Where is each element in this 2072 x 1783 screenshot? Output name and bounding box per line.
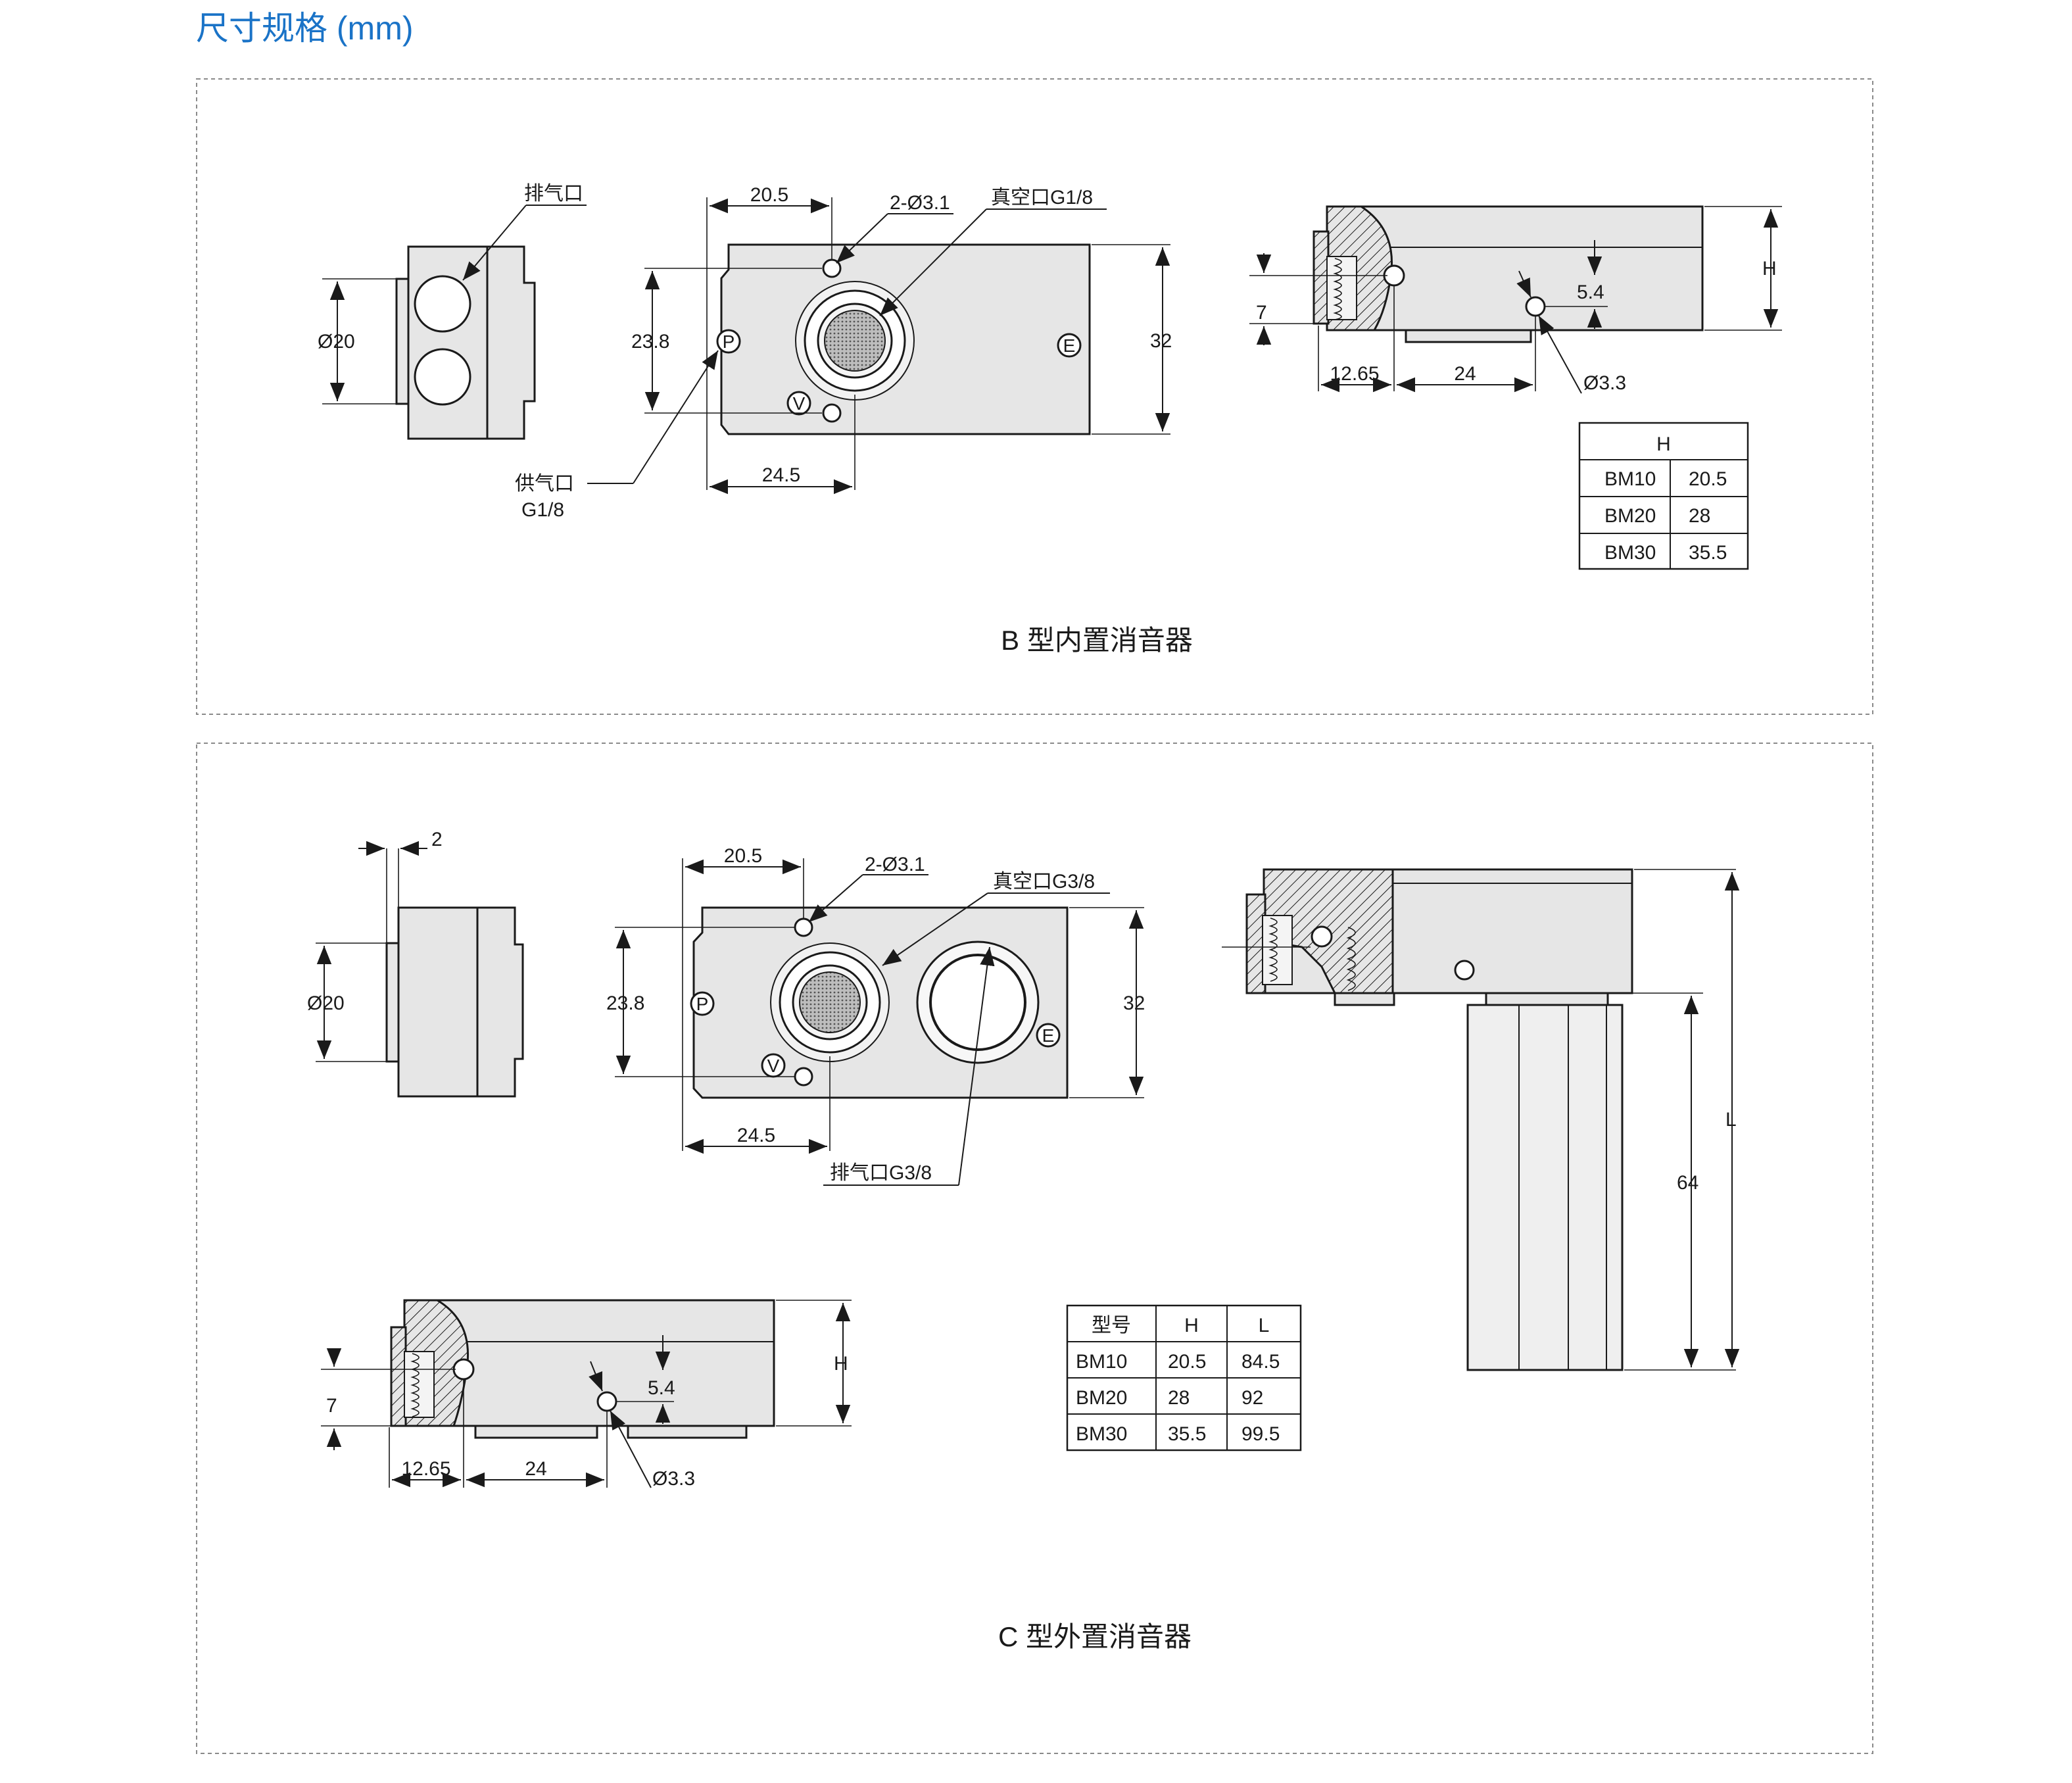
c-dia-3-3: Ø3.3 xyxy=(652,1468,695,1490)
panel-b: Ø20 排气口 P V E 20.5 24. xyxy=(196,78,1873,715)
c-mark-e: E xyxy=(1042,1025,1055,1046)
c-table-header: 型号 xyxy=(1092,1315,1131,1336)
b-front-view: P V E 20.5 24.5 23.8 32 2-Ø3.1 真空 xyxy=(515,184,1172,521)
b-dim-23-8: 23.8 xyxy=(631,331,669,353)
c-dim-12-65: 12.65 xyxy=(401,1458,450,1480)
b-table-cell: BM10 xyxy=(1604,468,1656,490)
b-end-view: Ø20 排气口 xyxy=(318,183,587,440)
b-mark-e: E xyxy=(1063,335,1076,356)
c-mark-p: P xyxy=(696,994,709,1014)
c-vacuum-label: 真空口G3/8 xyxy=(993,871,1095,892)
b-dim-7: 7 xyxy=(1256,302,1267,324)
c-model-table: 型号 H L BM10 20.5 84.5 BM20 28 92 BM30 35… xyxy=(1066,1304,1302,1452)
c-end-view: 2 Ø20 xyxy=(307,829,524,1098)
b-dia20-label: Ø20 xyxy=(318,331,355,353)
b-dim-24: 24 xyxy=(1454,363,1476,385)
b-dim-12-65: 12.65 xyxy=(1330,363,1379,385)
c-mark-v: V xyxy=(767,1056,780,1076)
b-exhaust-label: 排气口 xyxy=(524,183,583,205)
b-dia-3-3: Ø3.3 xyxy=(1583,372,1626,394)
c-table-cell: 20.5 xyxy=(1168,1351,1206,1373)
b-table-cell: 35.5 xyxy=(1689,542,1727,564)
b-holes-label: 2-Ø3.1 xyxy=(890,192,950,214)
b-table-cell: 20.5 xyxy=(1689,468,1727,490)
c-dim-5-4: 5.4 xyxy=(648,1377,675,1399)
c-table-cell: BM10 xyxy=(1076,1351,1127,1373)
c-dia20-label: Ø20 xyxy=(307,992,345,1014)
c-dim-64: 64 xyxy=(1677,1172,1699,1194)
c-holes-label: 2-Ø3.1 xyxy=(865,854,925,875)
c-dim-7: 7 xyxy=(326,1395,337,1417)
c-table-cell: 35.5 xyxy=(1168,1423,1206,1445)
b-dim-20-5: 20.5 xyxy=(750,184,788,206)
b-side-view: 7 5.4 H 12.65 24 Ø3.3 xyxy=(1249,205,1782,394)
b-dim-5-4: 5.4 xyxy=(1577,281,1604,303)
c-caption: C 型外置消音器 xyxy=(998,1621,1192,1652)
b-dim-32: 32 xyxy=(1150,330,1172,352)
b-supply-label-1: 供气口 xyxy=(515,473,574,495)
page-title: 尺寸规格 (mm) xyxy=(196,10,414,47)
b-mark-p: P xyxy=(723,331,735,352)
c-table-cell: 99.5 xyxy=(1241,1423,1280,1445)
c-table-cell: BM20 xyxy=(1076,1387,1127,1409)
c-front-view: P V E 20.5 24.5 23.8 32 2-Ø3.1 真空 xyxy=(606,845,1145,1186)
b-table-cell: BM30 xyxy=(1604,542,1656,564)
c-dim-h: H xyxy=(834,1353,848,1375)
c-side-view: 7 5.4 H 12.65 Ø3.3 24 Ø3.3 xyxy=(321,1299,852,1490)
b-dim-24-5: 24.5 xyxy=(762,464,800,486)
panel-c: 2 Ø20 P V E 20.5 xyxy=(196,743,1873,1754)
b-h-table: H BM10 20.5 BM20 28 BM30 35.5 xyxy=(1578,422,1749,570)
c-exhaust-label: 排气口G3/8 xyxy=(830,1162,932,1184)
b-mark-v: V xyxy=(793,393,806,414)
c-dim-l: L xyxy=(1725,1109,1737,1131)
c-dim-32: 32 xyxy=(1123,992,1145,1014)
c-table-cell: 92 xyxy=(1241,1387,1263,1409)
b-dim-h: H xyxy=(1762,258,1777,280)
c-table-cell: 84.5 xyxy=(1241,1351,1280,1373)
c-table-cell: 28 xyxy=(1168,1387,1190,1409)
c-dim-23-8: 23.8 xyxy=(606,992,644,1014)
c-dim-24-5: 24.5 xyxy=(737,1125,775,1146)
b-table-cell: 28 xyxy=(1689,505,1710,527)
c-right-view: L 64 xyxy=(1222,868,1740,1371)
panel-c-frame xyxy=(196,743,1873,1754)
c-dim-2: 2 xyxy=(431,829,443,850)
c-dim-20-5: 20.5 xyxy=(724,845,762,867)
b-caption: B 型内置消音器 xyxy=(1001,625,1193,656)
b-vacuum-label: 真空口G1/8 xyxy=(991,187,1093,208)
b-supply-label-2: G1/8 xyxy=(521,499,564,521)
b-table-cell: BM20 xyxy=(1604,505,1656,527)
c-table-header: H xyxy=(1184,1315,1199,1336)
c-table-header: L xyxy=(1259,1315,1270,1336)
c-dim-24-label: 24 xyxy=(525,1458,546,1480)
c-table-cell: BM30 xyxy=(1076,1423,1127,1445)
b-table-header: H xyxy=(1656,433,1671,455)
panel-b-frame xyxy=(196,78,1873,715)
